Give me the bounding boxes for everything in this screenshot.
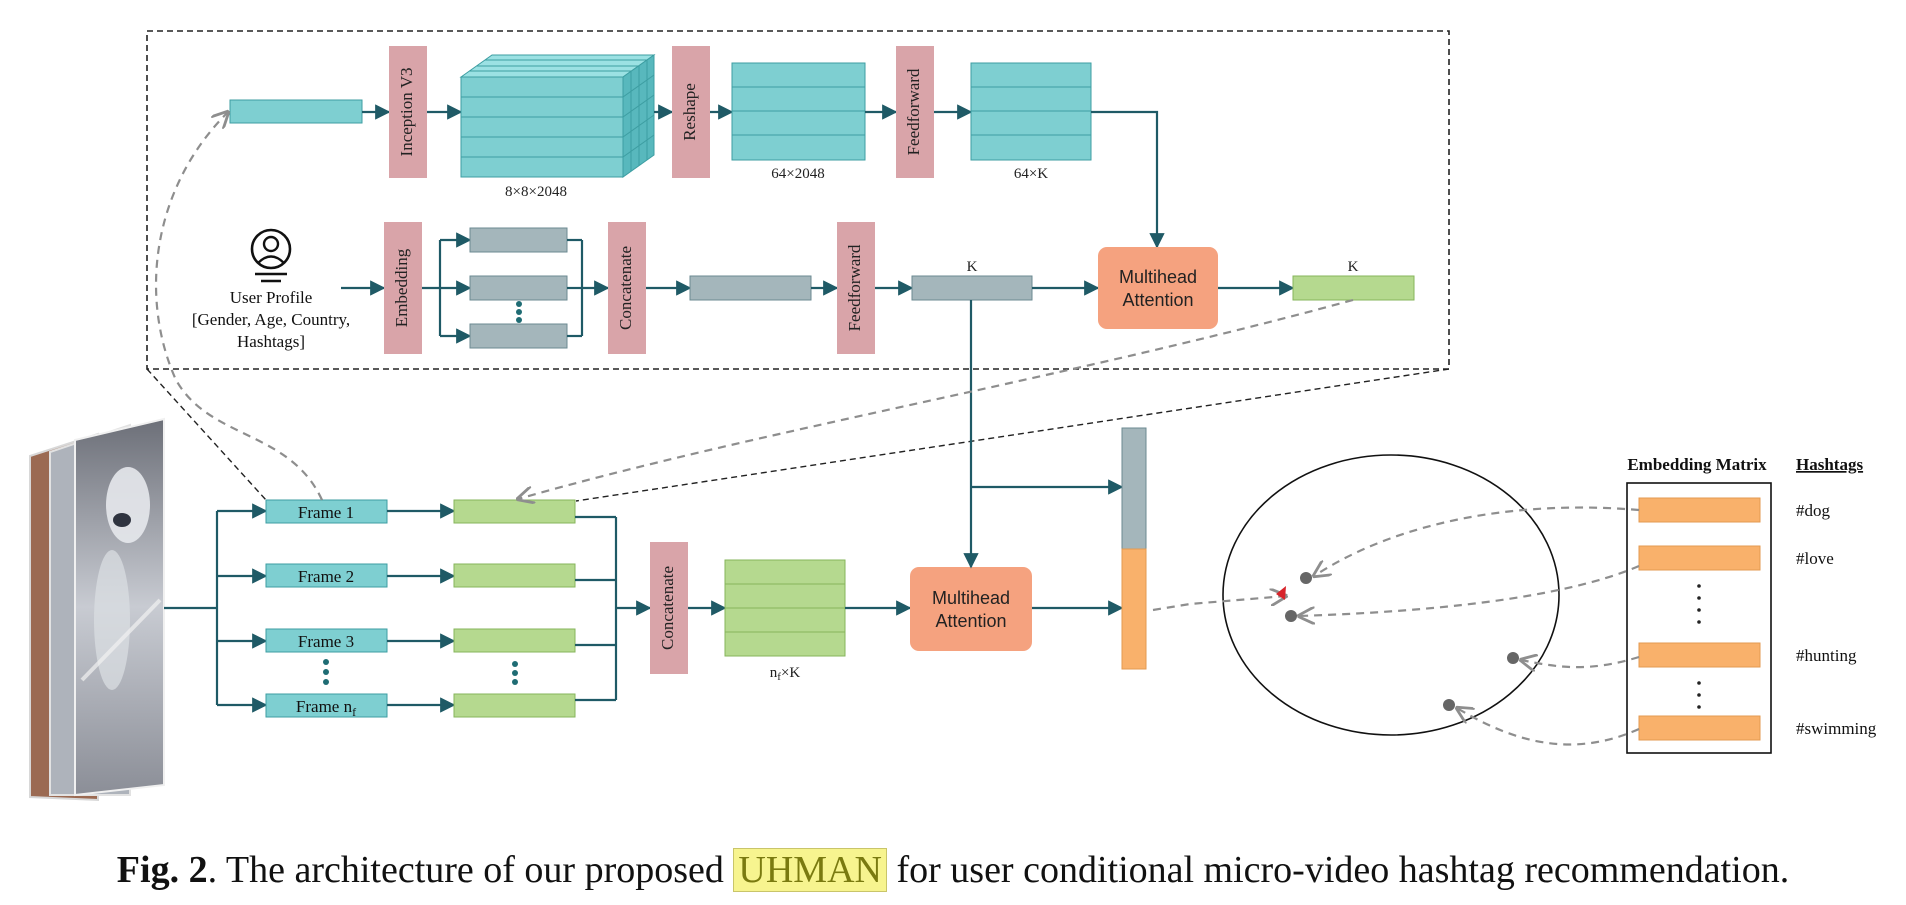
- feature-cube: [459, 54, 656, 178]
- user-profile-line-3: Hashtags]: [237, 332, 305, 351]
- hashtag-swimming: #swimming: [1796, 719, 1877, 738]
- dashed-hunting-link: [1521, 657, 1640, 667]
- multihead-attention-bottom-line-2: Attention: [935, 611, 1006, 631]
- frame-feature-matrix: [724, 559, 846, 657]
- embed-row-dog: [1638, 497, 1761, 523]
- dashed-swimming-link: [1457, 708, 1640, 746]
- cube-dim-label: 8×8×2048: [505, 184, 567, 200]
- point-hunting: [1507, 652, 1519, 664]
- dashed-love-link: [1299, 564, 1640, 616]
- embed-row-swimming: [1638, 715, 1761, 741]
- frame-3-label: Frame 3: [298, 632, 354, 651]
- embedding-matrix-title: Embedding Matrix: [1627, 455, 1767, 474]
- point-love: [1285, 610, 1297, 622]
- frames-ellipsis-dots: [323, 659, 329, 685]
- frame-feature-k-label: K: [1348, 259, 1359, 275]
- ffn-matrix: [970, 62, 1092, 161]
- profile-embed-2: [469, 275, 568, 301]
- zoom-line-right: [575, 368, 1450, 502]
- video-frames-image: [29, 417, 165, 802]
- frame-3-feature: [453, 628, 576, 653]
- concatenate-label-bottom: Concatenate: [658, 566, 677, 650]
- embedding-matrix-box: [1626, 482, 1772, 754]
- inception-v3-label: Inception V3: [397, 68, 416, 157]
- point-swimming: [1443, 699, 1455, 711]
- frame-nf-feature: [453, 693, 576, 718]
- concatenate-block-top: [608, 222, 646, 354]
- user-icon: [250, 228, 292, 283]
- reshape-dim-label: 64×2048: [771, 166, 824, 182]
- embedding-block: [384, 222, 422, 354]
- frame-nf-label: Frame nf: [296, 697, 356, 719]
- frame-1-feature: [453, 499, 576, 524]
- multihead-attention-top-line-1: Multihead: [1119, 267, 1197, 287]
- frame-1-label: Frame 1: [298, 503, 354, 522]
- profile-embed-1: [469, 227, 568, 253]
- multihead-attention-bottom-line-1: Multihead: [932, 588, 1010, 608]
- dashed-final-to-space: [1152, 596, 1286, 612]
- query-point-marker: [1276, 586, 1286, 600]
- detail-box: [146, 30, 1450, 370]
- embed-ellipsis-dots-2: [1697, 681, 1701, 709]
- multihead-attention-bottom: [910, 567, 1032, 651]
- dashed-dog-link: [1314, 506, 1640, 576]
- embed-row-hunting: [1638, 642, 1761, 668]
- caption-label: Fig. 2: [116, 849, 208, 891]
- user-vector-k-label: K: [967, 259, 978, 275]
- final-vector-user-part: [1121, 427, 1147, 550]
- reshape-label: Reshape: [680, 83, 699, 141]
- hashtags-header: Hashtags: [1796, 455, 1863, 474]
- user-vector: [911, 275, 1033, 301]
- hashtag-hunting: #hunting: [1796, 646, 1857, 665]
- reshape-matrix: [731, 62, 866, 161]
- feedforward-label-top: Feedforward: [904, 68, 923, 155]
- caption-pre-text: . The architecture of our proposed: [207, 849, 734, 891]
- profile-embed-3: [469, 323, 568, 349]
- point-dog: [1300, 572, 1312, 584]
- frame-input-bar: [229, 99, 363, 124]
- caption-highlight: UHMAN: [733, 848, 887, 892]
- feedforward-label-mid: Feedforward: [845, 244, 864, 331]
- user-profile-line-1: User Profile: [230, 288, 313, 307]
- final-vector-video-part: [1121, 548, 1147, 670]
- frame-matrix-dim-label: nf×K: [770, 665, 801, 683]
- profile-ellipsis-dots: [516, 301, 522, 323]
- dashed-feature-to-frame1: [518, 298, 1354, 499]
- ffn-dim-label: 64×K: [1014, 166, 1048, 182]
- embedding-space-ellipse: [1222, 454, 1560, 736]
- multihead-attention-top: [1098, 247, 1218, 329]
- multihead-attention-top-line-2: Attention: [1122, 290, 1193, 310]
- embedding-label: Embedding: [392, 248, 411, 327]
- concatenate-label-top: Concatenate: [616, 246, 635, 330]
- features-ellipsis-dots: [512, 661, 518, 685]
- arrow-ffn-to-attention: [1091, 110, 1165, 249]
- caption-post-text: for user conditional micro-video hashtag…: [886, 849, 1790, 891]
- feedforward-block-top: [896, 46, 934, 178]
- user-profile-line-2: [Gender, Age, Country,: [192, 310, 350, 329]
- concatenate-block-bottom: [650, 542, 688, 674]
- frame-2-label: Frame 2: [298, 567, 354, 586]
- frame-2-feature: [453, 563, 576, 588]
- reshape-block: [672, 46, 710, 178]
- hashtag-love: #love: [1796, 549, 1834, 568]
- profile-concat-vector: [689, 275, 812, 301]
- hashtag-dog: #dog: [1796, 501, 1831, 520]
- figure-caption: Fig. 2. The architecture of our proposed…: [0, 848, 1906, 892]
- feedforward-block-mid: [837, 222, 875, 354]
- inception-v3-block: [389, 46, 427, 178]
- embed-ellipsis-dots-1: [1697, 584, 1701, 624]
- frame-feature-vector: [1292, 275, 1415, 301]
- embed-row-love: [1638, 545, 1761, 571]
